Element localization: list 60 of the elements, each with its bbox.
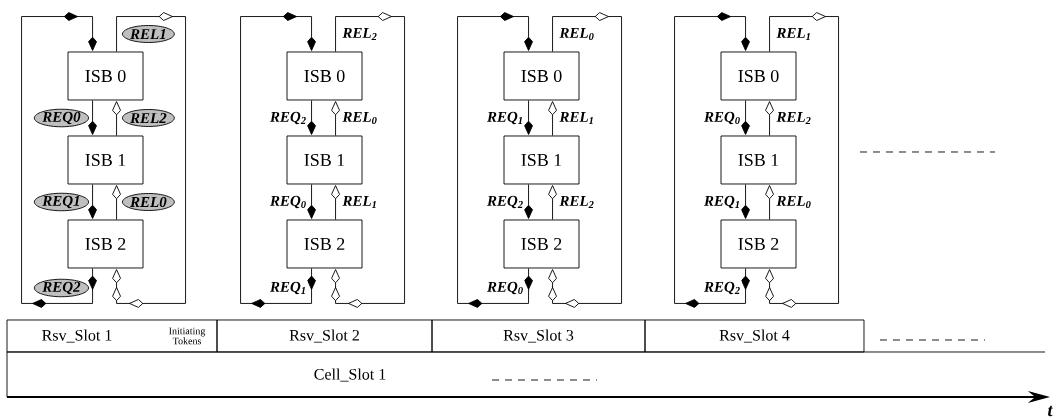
arrow [331, 101, 340, 136]
arrow [240, 12, 316, 308]
edge-label: REL$_{1}$ [558, 111, 596, 125]
edge-label: REL$_{0}$ [775, 194, 813, 210]
isb-box: ISB 1 [503, 135, 580, 185]
arrow [331, 12, 405, 308]
arrow [112, 101, 121, 136]
isb-box: ISB 2 [286, 219, 363, 269]
edge-label: REQ$_{0}$ [485, 280, 525, 296]
edge-label: REL$_{0}$ [558, 26, 596, 42]
edge-label: REL$_{2}$ [558, 195, 596, 209]
arrow [765, 101, 774, 136]
slot-box: Rsv_Slot 1 Initiating Tokens [6, 319, 218, 353]
isb-box: ISB 1 [286, 135, 363, 185]
isb-box: ISB 0 [286, 51, 363, 101]
edge-label: REQ$_{1}$ [485, 110, 525, 126]
edge-label: REL$_{1}$ [775, 27, 813, 41]
arrow [548, 185, 557, 220]
slot-box: Rsv_Slot 3 [431, 319, 646, 353]
edge-label: REQ$_{1}$ [268, 280, 308, 296]
isb-box: ISB 0 [67, 51, 144, 101]
edge-label: REQ$_{2}$ [268, 110, 308, 126]
arrow [331, 185, 340, 220]
edge-label: REL$_{0}$ [341, 110, 379, 126]
arrow [307, 184, 316, 219]
axis-label: t [1048, 405, 1053, 417]
arrow [674, 12, 750, 308]
edge-label: REL$_{2}$ [341, 27, 379, 41]
arrow [88, 184, 97, 219]
arrow [21, 12, 97, 308]
edge-label: REL$_{2}$ [775, 111, 813, 125]
edge-label: REQ$_{1}$ [702, 194, 742, 210]
isb-box: ISB 2 [67, 219, 144, 269]
arrow [524, 184, 533, 219]
arrow [548, 12, 622, 308]
isb-box: ISB 2 [503, 219, 580, 269]
arrow [457, 12, 533, 308]
arrow [112, 185, 121, 220]
arrow [765, 185, 774, 220]
slot-box: Rsv_Slot 2 [216, 319, 433, 353]
cell-slot-box: Cell_Slot 1 [6, 351, 1046, 398]
arrow [112, 12, 186, 308]
isb-box: ISB 1 [67, 135, 144, 185]
arrow [765, 12, 839, 308]
edge-label: REQ$_{2}$ [485, 194, 525, 210]
edge-label: REQ$_{0}$ [702, 110, 742, 126]
arrow [307, 100, 316, 135]
edge-label: REQ$_{2}$ [702, 280, 742, 296]
slot-box: Rsv_Slot 4 [644, 319, 865, 353]
arrow [524, 100, 533, 135]
arrow [88, 100, 97, 135]
arrow [548, 101, 557, 136]
edge-label: REQ$_{0}$ [268, 194, 308, 210]
arrow [741, 184, 750, 219]
edge-label: REL$_{1}$ [341, 195, 379, 209]
isb-box: ISB 2 [720, 219, 797, 269]
isb-box: ISB 0 [503, 51, 580, 101]
isb-box: ISB 1 [720, 135, 797, 185]
isb-box: ISB 0 [720, 51, 797, 101]
arrow [741, 100, 750, 135]
